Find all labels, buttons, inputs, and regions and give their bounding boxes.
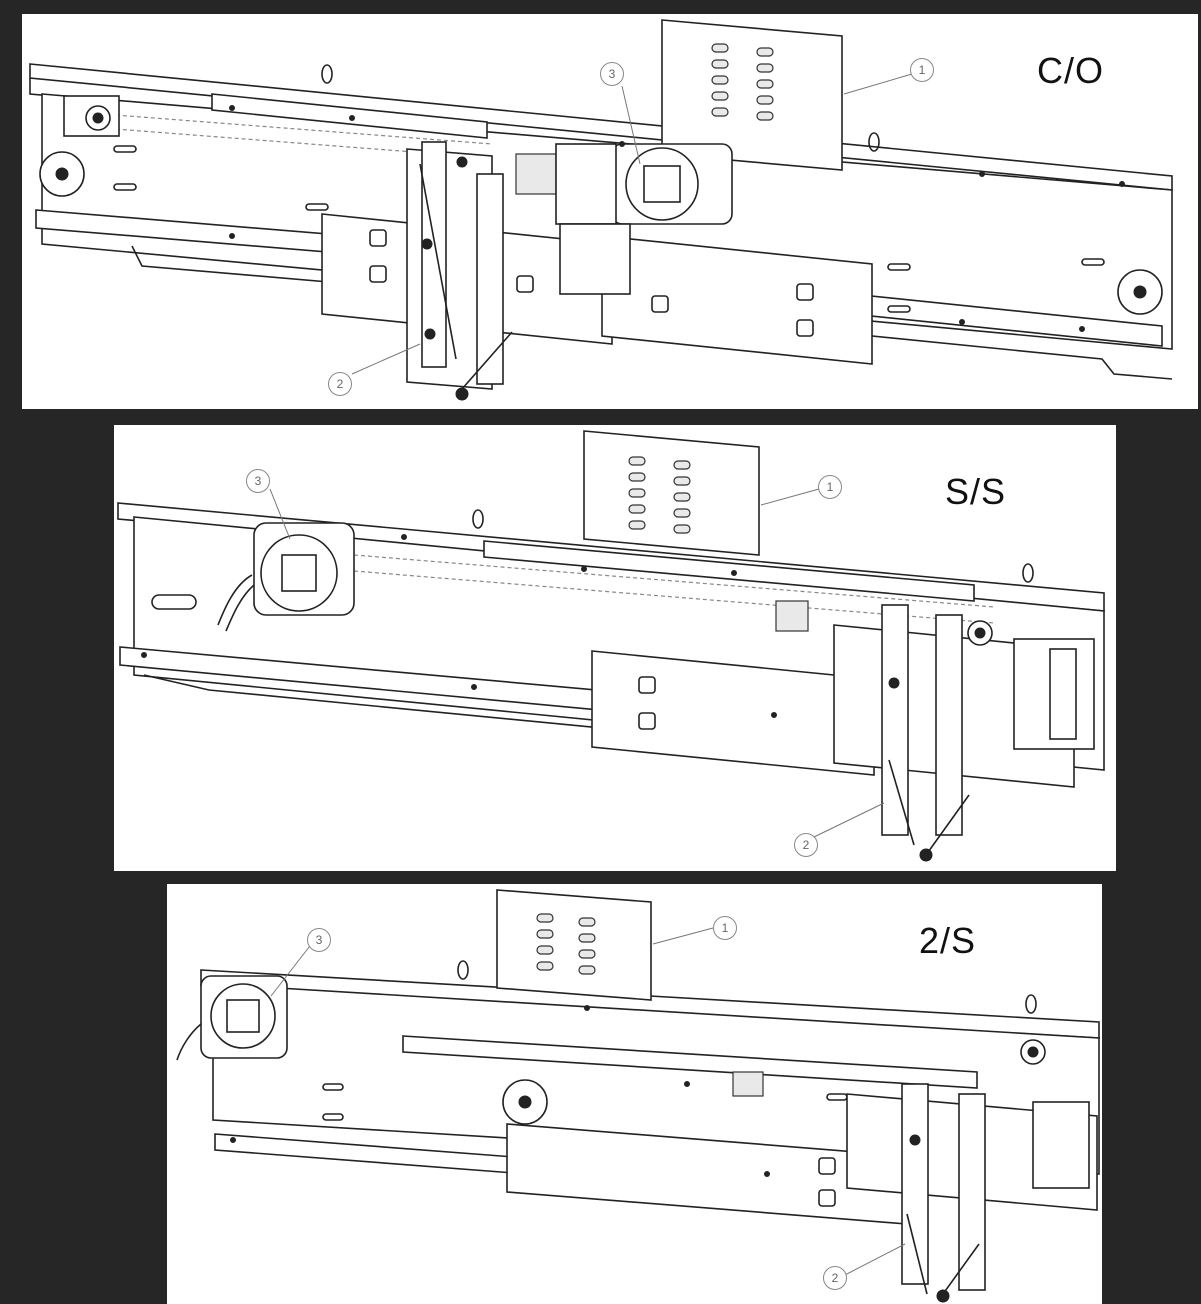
diagram-panel-ss: S/S 1 3 2	[114, 425, 1116, 871]
panel-title: 2/S	[918, 920, 976, 961]
panel-title: C/O	[1036, 50, 1104, 91]
panel-title: S/S	[944, 471, 1006, 512]
door-operator-drawing-ss	[117, 430, 1105, 862]
door-operator-drawing-co	[29, 19, 1173, 401]
door-operator-drawing-2s	[176, 889, 1100, 1303]
callout-3: 3	[600, 62, 624, 86]
callout-3: 3	[307, 928, 331, 952]
callout-2: 2	[794, 833, 818, 857]
callout-1: 1	[818, 475, 842, 499]
vent-slots	[711, 43, 774, 121]
callout-3: 3	[246, 469, 270, 493]
diagram-panel-2s: 2/S 1 3 2	[167, 884, 1102, 1304]
diagram-panel-co: C/O 1 3 2	[22, 14, 1198, 409]
callout-1: 1	[910, 58, 934, 82]
callout-2: 2	[328, 372, 352, 396]
callout-2: 2	[823, 1266, 847, 1290]
callout-1: 1	[713, 916, 737, 940]
